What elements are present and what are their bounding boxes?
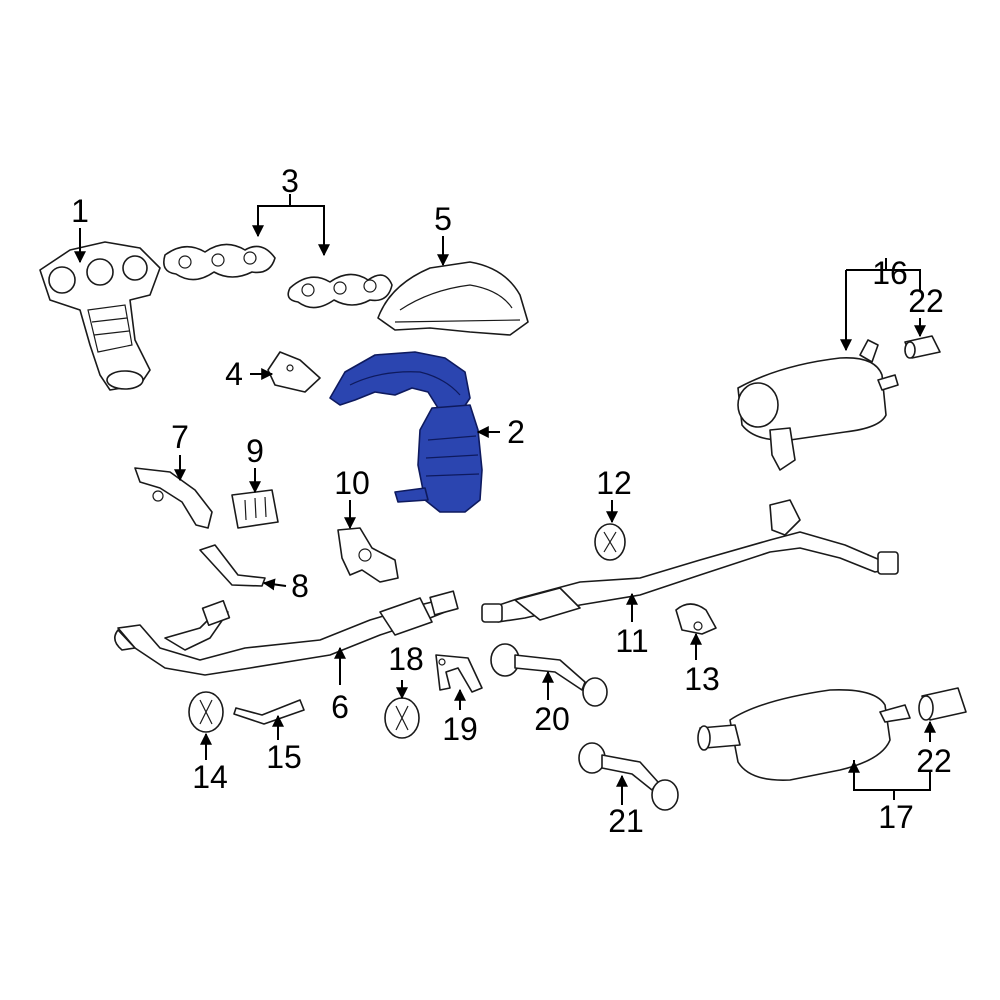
- callout-8: 8: [291, 568, 309, 604]
- callout-20: 20: [534, 701, 570, 737]
- part-22-tail-tip-lower[interactable]: [918, 687, 967, 721]
- part-12-hanger[interactable]: [594, 523, 626, 561]
- part-1-exhaust-manifold-converter[interactable]: [39, 241, 161, 391]
- part-22-tail-tip-upper[interactable]: [904, 335, 941, 359]
- part-11-center-pipe[interactable]: [481, 499, 899, 623]
- callout-13: 13: [684, 661, 720, 697]
- part-6-front-pipe[interactable]: [114, 590, 459, 676]
- callout-4: 4: [225, 356, 243, 392]
- callout-16: 16: [872, 255, 908, 291]
- part-5-heat-shield[interactable]: [377, 261, 529, 336]
- part-2-manifold-converter-highlighted[interactable]: [329, 351, 483, 513]
- leader-lines: [74, 194, 936, 805]
- callout-9: 9: [246, 433, 264, 469]
- part-9-gasket[interactable]: [231, 489, 279, 529]
- part-17-rear-muffler[interactable]: [697, 688, 911, 781]
- part-15-bracket[interactable]: [233, 699, 305, 725]
- callout-11: 11: [615, 623, 648, 659]
- part-21-hanger-bracket[interactable]: [578, 742, 679, 811]
- part-10-support-bracket[interactable]: [337, 527, 399, 583]
- callout-19: 19: [442, 711, 478, 747]
- part-8-bracket[interactable]: [199, 544, 266, 587]
- part-16-muffler[interactable]: [737, 339, 899, 471]
- callout-17: 17: [878, 799, 914, 835]
- callout-21: 21: [608, 803, 644, 839]
- callout-22-upper: 22: [908, 283, 944, 319]
- callout-1: 1: [71, 193, 89, 229]
- part-3-manifold-gaskets[interactable]: [163, 243, 393, 309]
- callout-22-lower: 22: [916, 743, 952, 779]
- part-13-clamp[interactable]: [675, 603, 717, 635]
- callout-18: 18: [388, 641, 424, 677]
- callout-12: 12: [596, 465, 632, 501]
- callout-3: 3: [281, 163, 299, 199]
- part-20-hanger-bracket[interactable]: [490, 643, 608, 707]
- part-7-heat-insulator[interactable]: [134, 467, 213, 529]
- callout-labels: 1 2 3 4 5 6 7 8 9 10 11 12 13 14 15 16 1…: [71, 163, 952, 839]
- part-4-bracket[interactable]: [267, 351, 321, 393]
- part-18-hanger[interactable]: [384, 697, 420, 739]
- callout-6: 6: [331, 689, 349, 725]
- callout-14: 14: [192, 759, 228, 795]
- callout-5: 5: [434, 201, 452, 237]
- part-19-stay[interactable]: [435, 654, 483, 693]
- callout-10: 10: [334, 465, 370, 501]
- callout-7: 7: [171, 419, 189, 455]
- callout-15: 15: [266, 739, 302, 775]
- callout-2: 2: [507, 414, 525, 450]
- part-14-hanger[interactable]: [188, 691, 224, 733]
